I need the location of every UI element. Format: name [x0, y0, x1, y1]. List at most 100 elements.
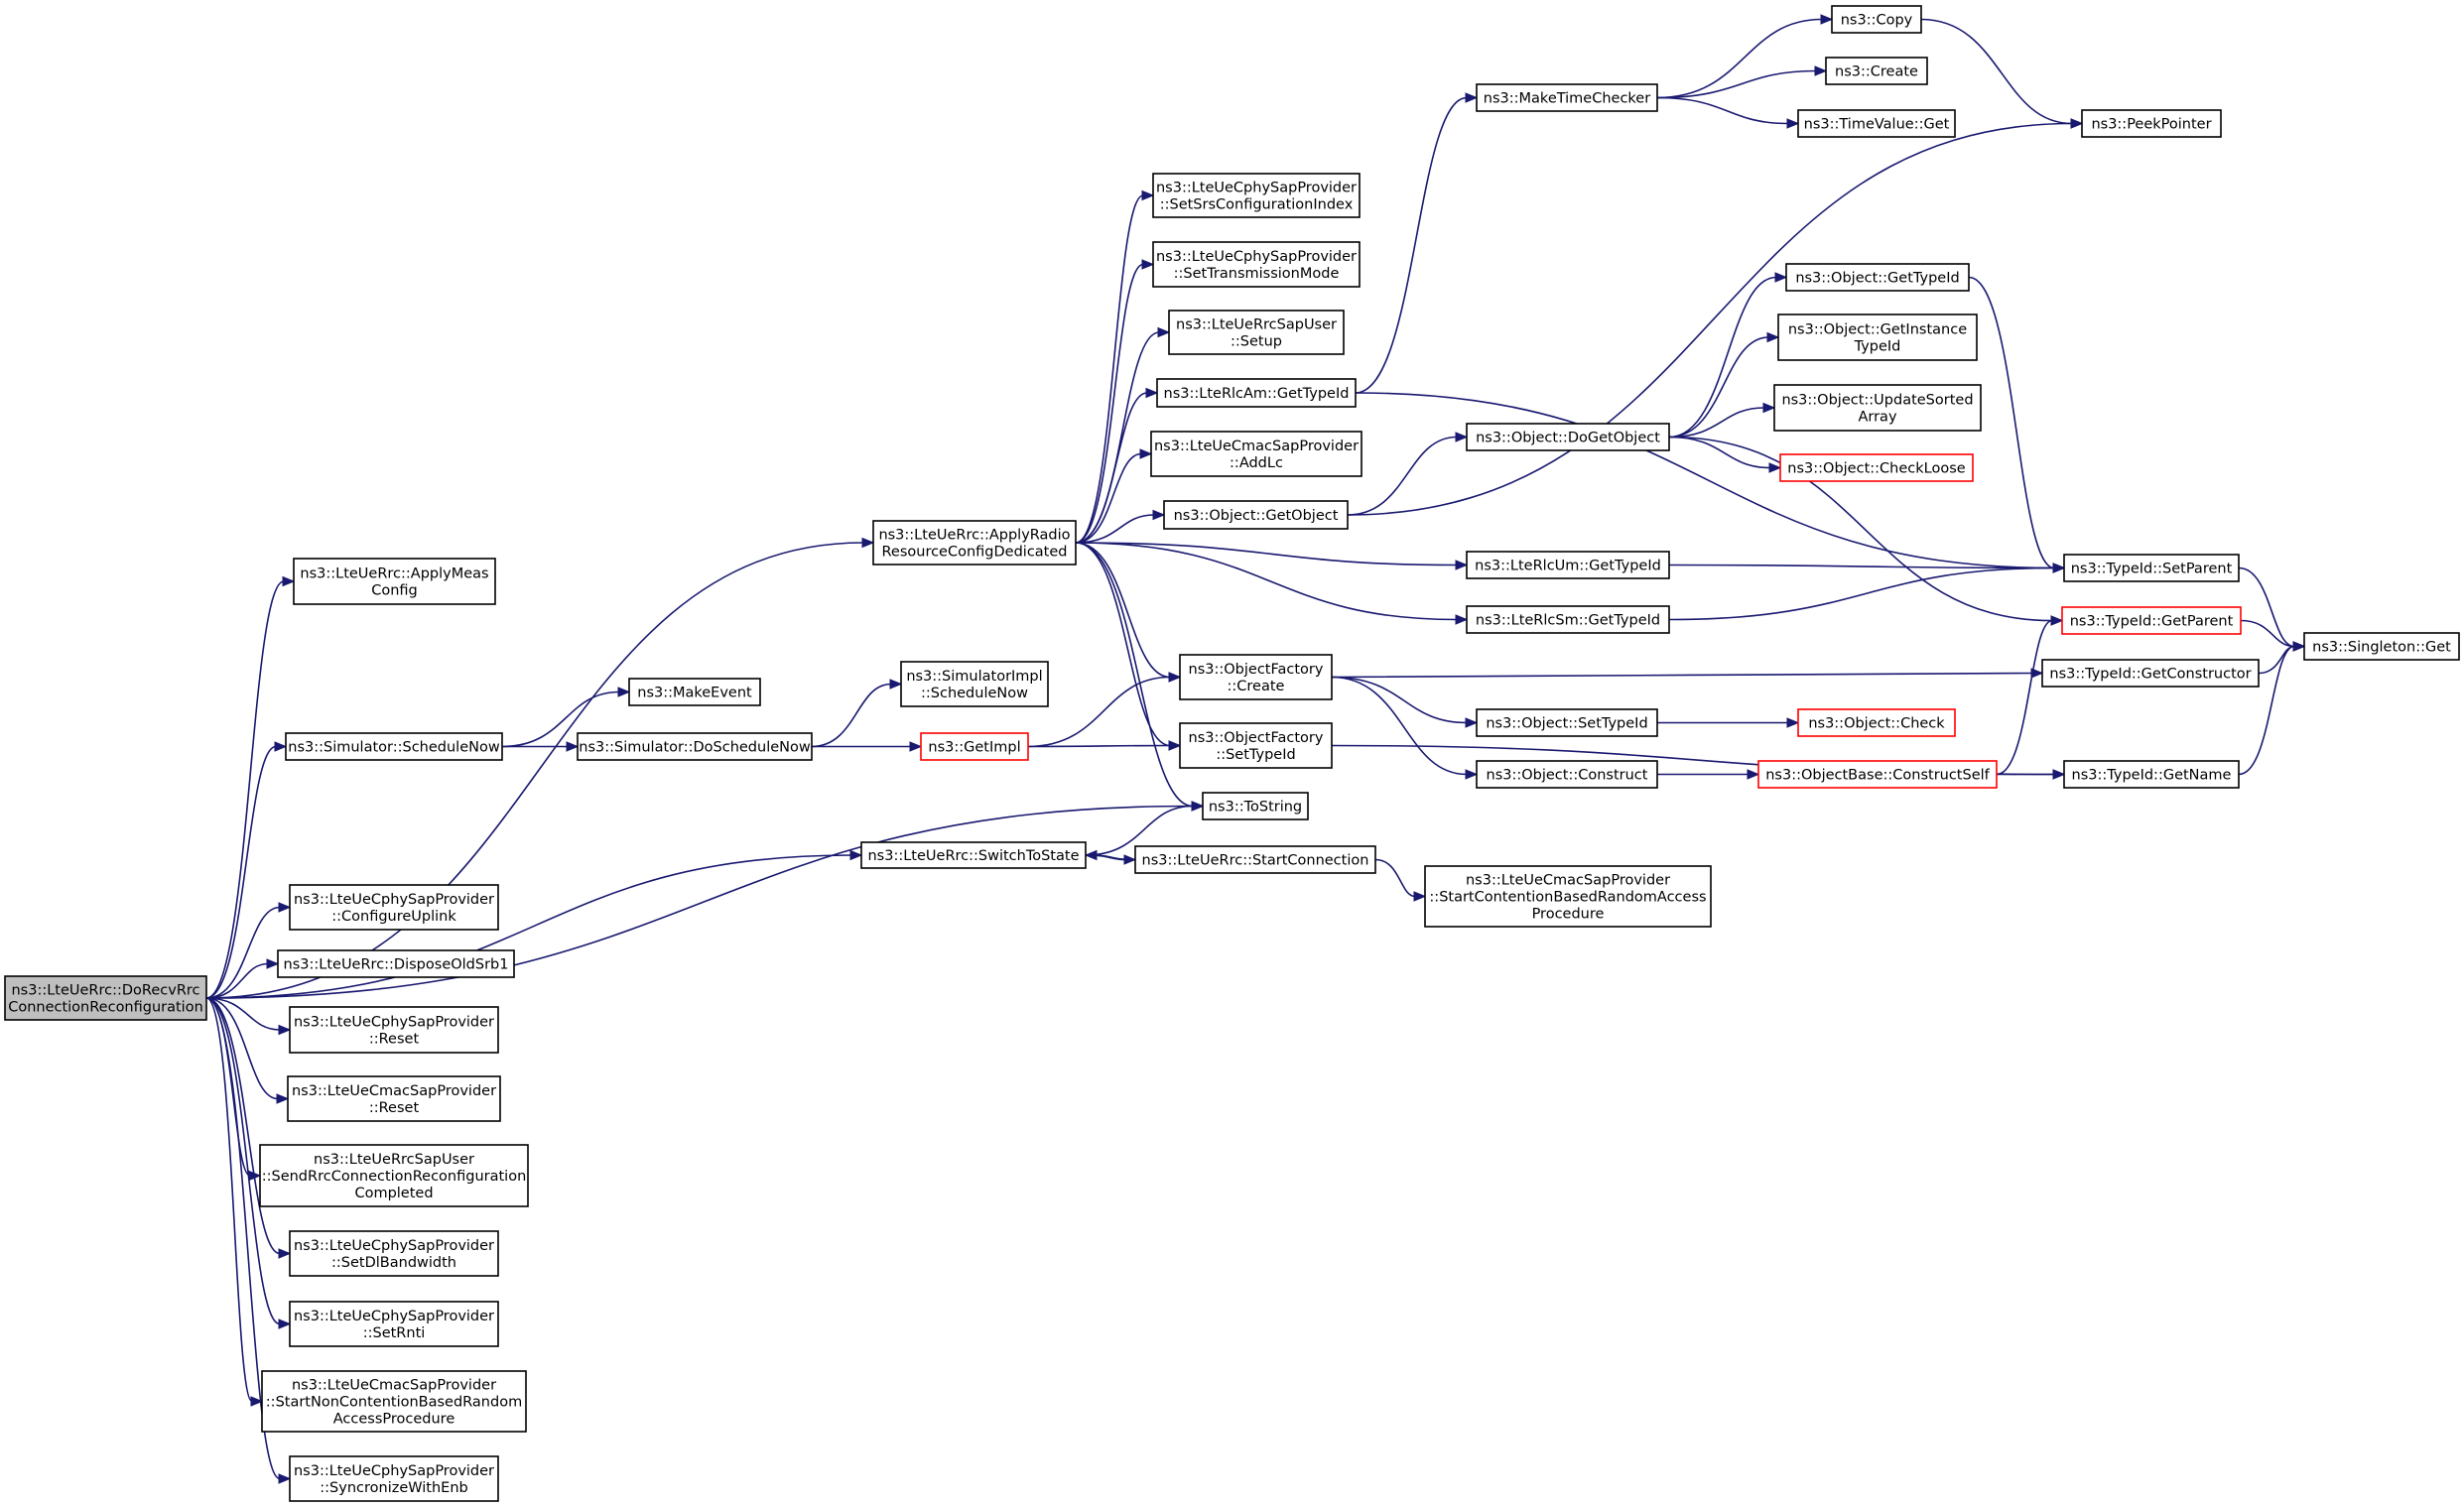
call-edge-root-to-cfg-uplink [205, 906, 281, 999]
call-edge-root-to-start-non-cont [205, 997, 253, 1403]
edge-arrowhead [1774, 272, 1788, 283]
edge-arrowhead [2052, 769, 2066, 780]
function-node[interactable]: ns3::LteUeRrc::ApplyRadioResourceConfigD… [872, 520, 1077, 565]
node-label-line: ns3::Object::DoGetObject [1476, 431, 1660, 446]
function-node[interactable]: ns3::LteUeCmacSapProvider::Reset [287, 1075, 501, 1122]
function-node[interactable]: ns3::ToString [1202, 792, 1309, 820]
function-node[interactable]: ns3::ObjectFactory::SetTypeId [1179, 722, 1333, 769]
call-edge-construct-self-to-tid-get-parent [1996, 619, 2053, 776]
function-node[interactable]: ns3::LteUeCphySapProvider::SyncronizeWit… [289, 1455, 499, 1502]
function-node[interactable]: ns3::Copy [1831, 5, 1922, 34]
node-box [1163, 500, 1349, 530]
call-edge-make-time-checker-to-copy [1656, 18, 1823, 99]
function-node[interactable]: ns3::Object::GetObject [1163, 500, 1349, 530]
function-node[interactable]: ns3::LteUeCmacSapProvider::StartContenti… [1424, 865, 1712, 928]
edge-arrowhead [1768, 462, 1782, 473]
node-label-line: ::AddLc [1230, 455, 1283, 471]
function-node[interactable]: ns3::Create [1825, 57, 1928, 85]
node-box [1466, 605, 1670, 634]
function-node[interactable]: ns3::TypeId::SetParent [2063, 554, 2240, 582]
function-node[interactable]: ns3::LteUeRrc::StartConnection [1134, 845, 1376, 874]
call-edge-make-time-checker-to-time-value-get [1656, 96, 1789, 125]
function-node[interactable]: ns3::MakeEvent [628, 678, 761, 706]
function-node[interactable]: ns3::MakeTimeChecker [1476, 83, 1658, 112]
call-edge-apply-radio-to-of-create [1075, 542, 1171, 679]
function-node[interactable]: ns3::TypeId::GetName [2063, 760, 2240, 789]
function-node[interactable]: ns3::LteUeRrcSapUser::Setup [1168, 310, 1345, 355]
node-label-line: ns3::Simulator::ScheduleNow [288, 740, 500, 756]
edge-arrowhead [278, 1248, 292, 1259]
node-label-line: ns3::TypeId::GetConstructor [2049, 667, 2251, 683]
node-label-line: ns3::SimulatorImpl [906, 669, 1042, 685]
node-box [1179, 654, 1333, 700]
function-node[interactable]: ns3::Object::Check [1797, 708, 1956, 737]
function-node[interactable]: ns3::LteUeRrc::DisposeOldSrb1 [277, 949, 515, 978]
function-node[interactable]: ns3::Object::DoGetObject [1466, 423, 1670, 451]
edge-arrowhead [566, 741, 580, 752]
function-node[interactable]: ns3::LteUeCmacSapProvider::StartNonConte… [261, 1370, 527, 1433]
call-edge-get-impl-to-of-set-tid [1027, 744, 1171, 748]
function-node[interactable]: ns3::TimeValue::Get [1797, 109, 1956, 138]
edge-arrowhead [1465, 769, 1479, 780]
edge-arrowhead [2070, 118, 2084, 129]
node-box [1773, 384, 1982, 432]
function-node[interactable]: ns3::LteRlcAm::GetTypeId [1156, 378, 1357, 408]
edge-arrowhead [889, 679, 903, 690]
function-node[interactable]: ns3::TypeId::GetConstructor [2041, 659, 2260, 688]
node-box [2041, 659, 2260, 688]
function-node[interactable]: ns3::Object::CheckLoose [1779, 453, 1974, 482]
function-node[interactable]: ns3::LteUeCphySapProvider::SetTransmissi… [1152, 241, 1361, 288]
function-node[interactable]: ns3::Object::Construct [1476, 760, 1658, 789]
call-edge-root-to-dispose-srb1 [205, 962, 269, 999]
edge-arrowhead [909, 741, 923, 752]
node-box [2061, 606, 2242, 635]
function-node[interactable]: ns3::LteUeCphySapProvider::Reset [289, 1006, 499, 1054]
node-label-line: ns3::LteUeCphySapProvider [1156, 181, 1357, 196]
function-node[interactable]: ns3::LteRlcSm::GetTypeId [1466, 605, 1670, 634]
node-box [289, 884, 499, 931]
node-label-line: ns3::LteUeCmacSapProvider [292, 1083, 496, 1099]
node-box [1785, 263, 1970, 292]
function-node[interactable]: ns3::LteUeCphySapProvider::ConfigureUpli… [289, 884, 499, 931]
function-node[interactable]: ns3::PeekPointer [2081, 109, 2222, 138]
node-label-line: ns3::ObjectBase::ConstructSelf [1765, 768, 1990, 784]
node-box [289, 1301, 499, 1347]
function-node[interactable]: ns3::LteUeCphySapProvider::SetDlBandwidt… [289, 1230, 499, 1277]
function-node[interactable]: ns3::Singleton::Get [2303, 632, 2460, 661]
function-node[interactable]: ns3::ObjectFactory::Create [1179, 654, 1333, 700]
function-node[interactable]: ns3::Object::SetTypeId [1476, 708, 1658, 737]
function-node[interactable]: ns3::SimulatorImpl::ScheduleNow [900, 661, 1049, 707]
function-node[interactable]: ns3::TypeId::GetParent [2061, 606, 2242, 635]
node-label-line: ns3::LteUeCphySapProvider [294, 1015, 494, 1031]
node-box [289, 1006, 499, 1054]
function-node[interactable]: ns3::LteUeCphySapProvider::SetSrsConfigu… [1152, 173, 1361, 218]
function-node[interactable]: ns3::Simulator::ScheduleNow [285, 732, 503, 761]
edge-arrowhead [278, 1024, 292, 1036]
node-label-line: ns3::Singleton::Get [2312, 640, 2451, 656]
function-node[interactable]: ns3::LteRlcUm::GetTypeId [1466, 551, 1670, 579]
function-node[interactable]: ns3::ObjectBase::ConstructSelf [1757, 760, 1998, 789]
function-node[interactable]: ns3::Simulator::DoScheduleNow [577, 732, 813, 761]
function-node[interactable]: ns3::LteUeCphySapProvider::SetRnti [289, 1301, 499, 1347]
node-box [1797, 708, 1956, 737]
function-node[interactable]: ns3::Object::GetTypeId [1785, 263, 1970, 292]
call-edge-obj-do-get-object-to-tid-get-parent [1668, 436, 2053, 622]
edge-arrowhead [2030, 668, 2044, 679]
edge-arrowhead [276, 1093, 290, 1104]
function-node[interactable]: ns3::LteUeRrcSapUser::SendRrcConnectionR… [259, 1144, 529, 1207]
node-box [1831, 5, 1922, 34]
node-label-line: ns3::LteUeCphySapProvider [294, 1463, 494, 1479]
function-node[interactable]: ns3::LteUeRrc::SwitchToState [860, 841, 1087, 869]
function-node[interactable]: ns3::LteUeCmacSapProvider::AddLc [1150, 431, 1362, 477]
node-box [259, 1144, 529, 1207]
function-node[interactable]: ns3::GetImpl [920, 732, 1029, 761]
call-edge-get-impl-to-of-create [1027, 676, 1171, 748]
node-box [277, 949, 515, 978]
node-label-line: ns3::LteUeCphySapProvider [1156, 249, 1357, 265]
call-edge-root-to-to-string [205, 805, 1194, 999]
node-label-line: ::SetTransmissionMode [1174, 266, 1340, 282]
node-box [2063, 554, 2240, 582]
